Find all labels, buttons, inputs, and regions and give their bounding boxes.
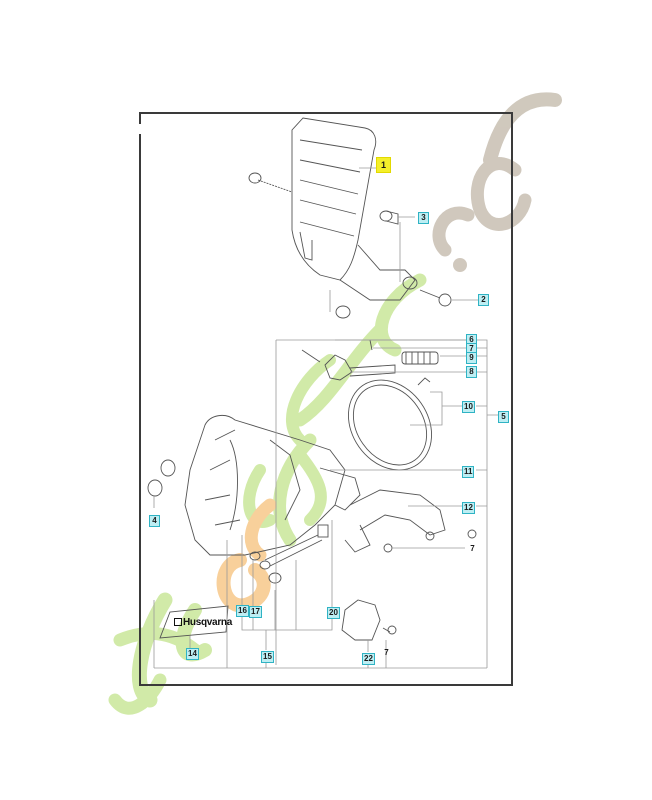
husqvarna-logo-icon (174, 618, 182, 626)
callout-1[interactable]: 1 (376, 157, 391, 173)
callout-16[interactable]: 16 (236, 605, 249, 617)
line-art (147, 117, 477, 641)
callout-22[interactable]: 22 (362, 653, 375, 665)
callout-2[interactable]: 2 (478, 294, 489, 306)
callout-3[interactable]: 3 (418, 212, 429, 224)
callout-14[interactable]: 14 (186, 648, 199, 660)
callout-8[interactable]: 8 (466, 366, 477, 378)
callout-7-cover[interactable]: 7 (384, 648, 389, 657)
callout-11[interactable]: 11 (462, 466, 475, 478)
callout-4[interactable]: 4 (149, 515, 160, 527)
callout-5[interactable]: 5 (498, 411, 509, 423)
decal-text: Husqvarna (183, 617, 232, 628)
callout-17[interactable]: 17 (249, 606, 262, 618)
callout-12[interactable]: 12 (462, 502, 475, 514)
frame-gap (136, 124, 144, 134)
leader-lines (153, 167, 498, 669)
husqvarna-decal: Husqvarna (174, 617, 232, 628)
callout-7-screw[interactable]: 7 (470, 544, 475, 553)
callout-15[interactable]: 15 (261, 651, 274, 663)
callout-10[interactable]: 10 (462, 401, 475, 413)
diagram-frame (139, 112, 513, 686)
callout-20[interactable]: 20 (327, 607, 340, 619)
callout-9[interactable]: 9 (466, 352, 477, 364)
